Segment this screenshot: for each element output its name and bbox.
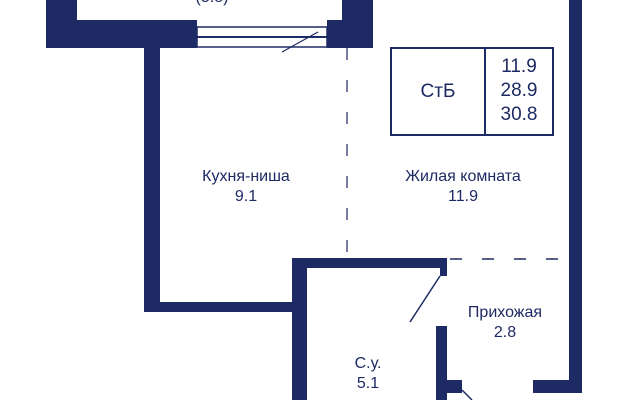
wall — [144, 48, 160, 312]
room-area: 5.1 — [356, 375, 380, 392]
room-name: Кухня-ниша — [202, 168, 290, 185]
area-summary-table: СтБ 11.9 28.9 30.8 — [390, 47, 554, 136]
wall — [46, 20, 197, 48]
wall — [342, 0, 373, 22]
room-area: 11.9 — [448, 188, 478, 205]
wall — [327, 20, 373, 48]
bathroom-door — [409, 275, 441, 323]
kitchen-label: Кухня-ниша 9.1 — [202, 167, 290, 207]
apartment-type: СтБ — [392, 49, 486, 134]
wall — [297, 258, 447, 268]
wall — [533, 380, 582, 393]
living-label: Жилая комната 11.9 — [405, 167, 521, 207]
area-values: 11.9 28.9 30.8 — [486, 55, 552, 127]
wall — [447, 380, 462, 393]
room-name: С.у. — [354, 355, 382, 372]
balcony-area: (5.8) — [196, 0, 229, 8]
room-name: Прихожая — [467, 304, 543, 321]
hall-label: Прихожая 2.8 — [468, 303, 542, 343]
room-area: 9.1 — [234, 188, 258, 205]
room-area: 2.8 — [493, 324, 517, 341]
total-area: 28.9 — [500, 80, 538, 101]
total-area-with-balcony: 30.8 — [500, 104, 538, 125]
room-name: Жилая комната — [405, 168, 521, 185]
balcony-door — [281, 31, 319, 53]
wall — [569, 0, 582, 393]
hall-door — [461, 389, 473, 400]
wall — [292, 258, 307, 400]
bathroom-label: С.у. 5.1 — [355, 354, 382, 394]
wall — [144, 302, 297, 312]
wall — [436, 326, 447, 400]
living-area: 11.9 — [501, 56, 537, 77]
wall — [440, 258, 447, 276]
